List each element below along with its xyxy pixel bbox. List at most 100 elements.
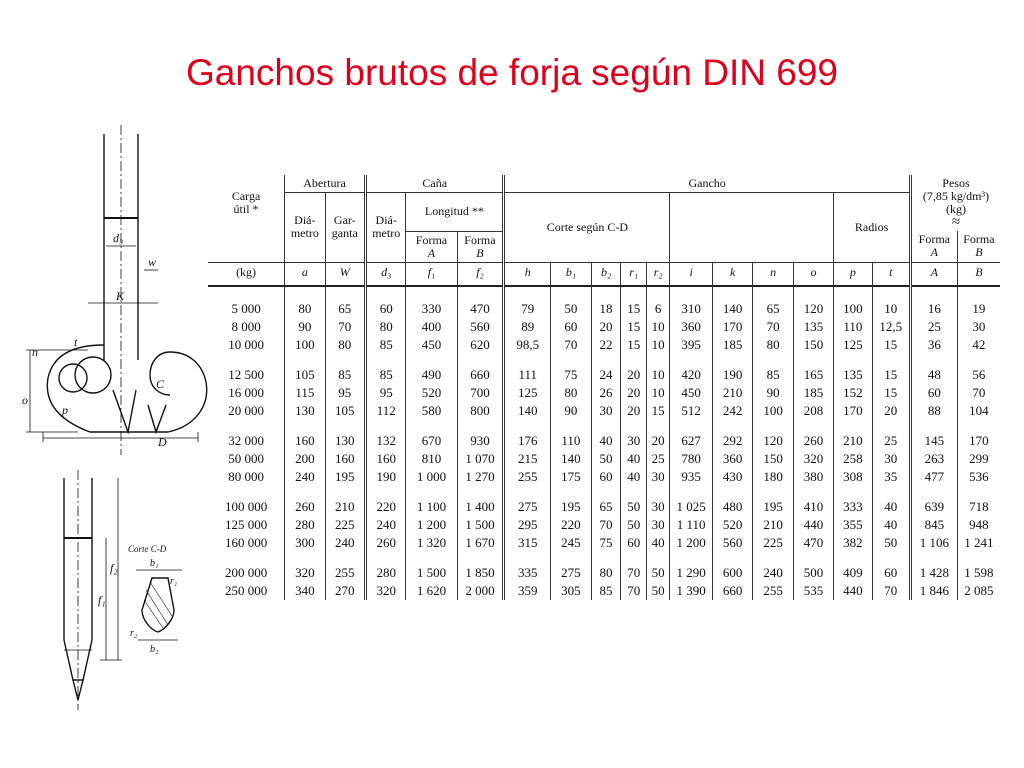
table-cell: 130 — [325, 431, 368, 450]
symbol-cell: f₁ — [405, 261, 458, 287]
table-cell: 110 — [550, 431, 592, 450]
table-cell: 1 390 — [669, 581, 713, 600]
table-cell: 30 — [646, 497, 671, 516]
table-cell: 130 — [284, 401, 326, 420]
table-cell: 300 — [284, 533, 326, 552]
table-cell: 60 — [620, 533, 647, 552]
table-cell: 258 — [833, 449, 873, 468]
group-spacer — [208, 285, 1000, 300]
table-cell: 1 500 — [405, 563, 458, 582]
table-cell: 660 — [712, 581, 754, 600]
table-cell: 56 — [972, 367, 986, 382]
table-cell: 263 — [910, 449, 958, 468]
label-c: C — [156, 377, 165, 391]
table-cell: 80 — [365, 317, 407, 336]
header-garganta: Gar- ganta — [325, 192, 368, 262]
table-cell: 210 — [752, 515, 794, 534]
table-cell: 1 241 — [964, 535, 994, 550]
table-cell: 30 — [872, 449, 912, 468]
hook-drawing-svg: d₃ K w n C o p D t Corte C-D f₁ f₂ b₁ b₂… — [22, 125, 208, 710]
table-cell: 15 — [646, 401, 671, 420]
table-cell: 320 — [365, 581, 407, 600]
table-cell: 70 — [325, 317, 368, 336]
table-cell: 152 — [833, 383, 873, 402]
table-cell: 395 — [669, 335, 713, 354]
table-cell: 185 — [793, 383, 835, 402]
table-cell: 260 — [793, 431, 835, 450]
table-cell: 480 — [712, 497, 754, 516]
table-cell: 50 — [646, 581, 671, 600]
label-b2: b₂ — [150, 644, 159, 655]
table-cell: 50 — [550, 299, 592, 318]
group-spacer — [208, 551, 1000, 564]
header-forma-a: Forma A — [405, 231, 458, 262]
table-cell: 6 — [646, 299, 671, 318]
group-spacer — [208, 485, 1000, 498]
group-spacer — [208, 419, 1000, 432]
table-cell: 930 — [457, 431, 506, 450]
table-cell: 845 — [910, 515, 958, 534]
symbol-cell: r₂ — [646, 261, 671, 287]
table-cell: 50 000 — [208, 449, 286, 468]
table-cell: 1 428 — [910, 563, 958, 582]
table-cell: 25 — [872, 431, 912, 450]
symbol-cell: h — [503, 261, 552, 287]
table-cell: 100 — [752, 401, 794, 420]
table-cell: 48 — [910, 365, 958, 384]
table-cell: 50 — [620, 497, 647, 516]
table-cell: 20 — [872, 401, 912, 420]
table-cell: 8 000 — [208, 317, 286, 336]
table-cell: 295 — [503, 515, 552, 534]
table-cell: 111 — [503, 365, 552, 384]
label-n: n — [32, 345, 38, 359]
label-t: t — [74, 335, 78, 349]
table-cell: 165 — [793, 365, 835, 384]
table-cell: 100 — [833, 299, 873, 318]
table-cell: 125 — [833, 335, 873, 354]
table-cell: 80 — [591, 563, 622, 582]
table-cell: 536 — [969, 469, 989, 484]
table-cell: 26 — [591, 383, 622, 402]
table-cell: 380 — [793, 467, 835, 486]
table-cell: 190 — [712, 365, 754, 384]
table-cell: 35 — [872, 467, 912, 486]
table-cell: 50 — [646, 563, 671, 582]
table-cell: 40 — [872, 497, 912, 516]
symbol-cell: W — [325, 261, 368, 287]
symbol-cell: b₁ — [550, 261, 592, 287]
symbol-cell: d₃ — [365, 261, 407, 287]
table-cell: 1 320 — [405, 533, 458, 552]
table-cell: 948 — [969, 517, 989, 532]
group-spacer — [208, 353, 1000, 366]
table-cell: 40 — [646, 533, 671, 552]
table-cell: 275 — [550, 563, 592, 582]
table-cell: 15 — [872, 383, 912, 402]
table-cell: 299 — [969, 451, 989, 466]
table-cell: 160 — [284, 431, 326, 450]
table-cell: 70 — [872, 581, 912, 600]
hook-drawings: d₃ K w n C o p D t Corte C-D f₁ f₂ b₁ b₂… — [18, 120, 218, 720]
table-cell: 560 — [457, 317, 506, 336]
label-p: p — [61, 403, 68, 417]
header-carga-blank — [208, 231, 286, 262]
table-cell: 490 — [405, 365, 458, 384]
table-cell: 240 — [365, 515, 407, 534]
table-cell: 30 — [646, 467, 671, 486]
table-cell: 535 — [793, 581, 835, 600]
table-cell: 620 — [457, 335, 506, 354]
table-cell: 20 000 — [208, 401, 286, 420]
table-cell: 140 — [550, 449, 592, 468]
header-corte: Corte según C-D — [503, 192, 671, 262]
table-cell: 19 — [972, 301, 986, 316]
